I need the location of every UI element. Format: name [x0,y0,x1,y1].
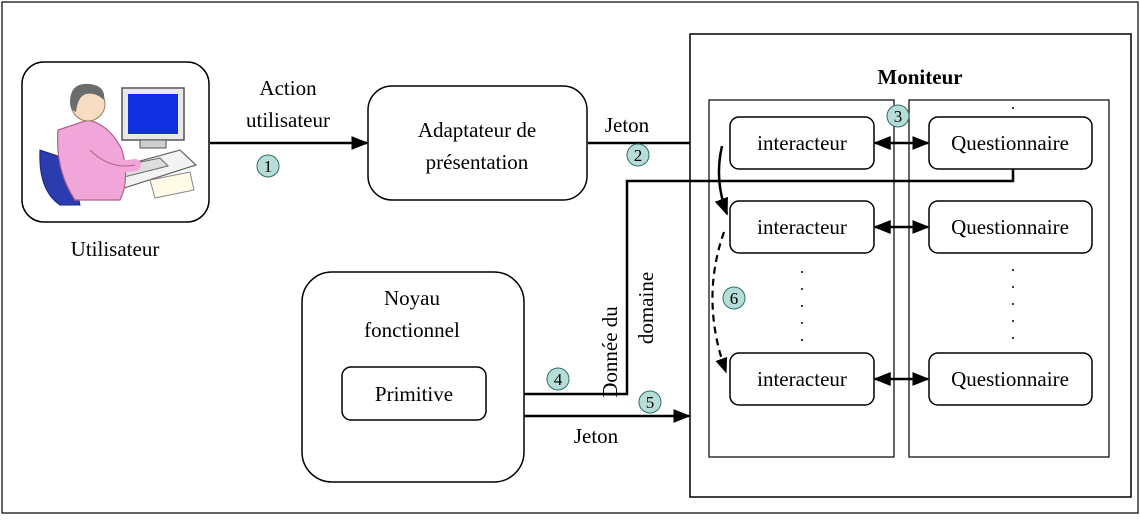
domain-data-label-line1: Donnée du [598,306,622,398]
svg-text:5: 5 [646,393,655,412]
adapter-box [367,85,588,201]
step-3-marker: 3 [886,104,910,128]
domain-data-label-line2: domaine [634,272,658,344]
svg-text:4: 4 [554,370,563,389]
step-1-marker: 1 [256,154,280,178]
questionnaire-label-3: Questionnaire [951,367,1069,391]
adapter-label-line1: Adaptateur de [418,118,536,142]
person-hair [70,83,105,112]
core-label-line1: Noyau [384,286,440,310]
user-illustration [21,61,210,223]
step-5-marker: 5 [638,390,662,414]
step-4-marker: 4 [546,367,570,391]
monitor-title: Moniteur [877,65,962,89]
interactor-ellipsis-dots [801,271,803,341]
step-6-marker: 6 [722,286,746,310]
token-label-top: Jeton [605,113,650,137]
primitive-box [341,366,487,421]
primitive-label: Primitive [375,382,453,406]
core-label-line2: fonctionnel [364,318,460,342]
arrow-questionnaire-to-primitive [488,169,1015,401]
token-label-bottom: Jeton [574,424,619,448]
action-label-line1: Action [259,76,317,100]
svg-text:6: 6 [730,289,739,308]
questionnaire-label-2: Questionnaire [951,215,1069,239]
svg-text:3: 3 [894,107,903,126]
adapter-label-line2: présentation [426,150,529,174]
step-2-marker: 2 [626,143,650,167]
interactor-label-3: interacteur [757,367,847,391]
questionnaire-ellipsis-dots [1012,107,1014,339]
action-label-line2: utilisateur [246,108,330,132]
user-label: Utilisateur [71,237,160,261]
person-body [57,119,127,201]
interactor-label-2: interacteur [757,215,847,239]
svg-text:1: 1 [264,157,273,176]
monitor-screen [128,94,178,134]
arrow-interactor-2-to-3-dashed [711,231,728,374]
interactor-label-1: interacteur [757,131,847,155]
questionnaire-label-1: Questionnaire [951,131,1069,155]
svg-text:2: 2 [634,146,643,165]
